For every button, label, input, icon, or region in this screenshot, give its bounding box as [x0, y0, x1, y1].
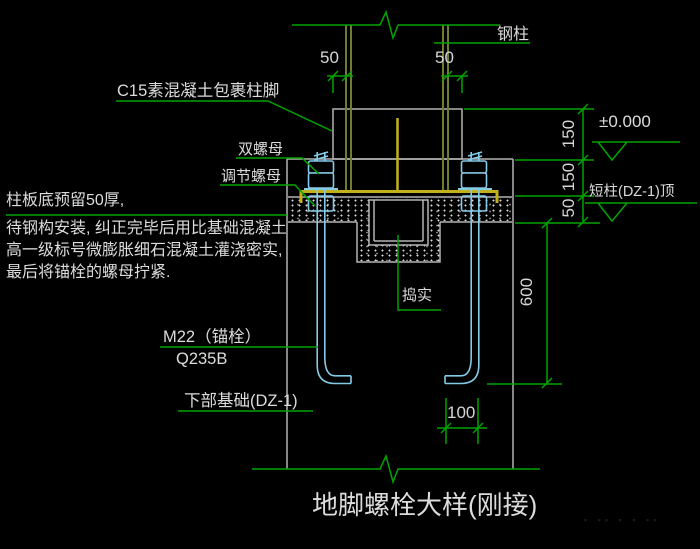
left-bolt-inner — [324, 152, 351, 377]
left-bolt-thread — [313, 151, 329, 157]
right-bolt-inner — [445, 152, 472, 377]
right-double-nut-2 — [460, 172, 488, 189]
dim-600: 600 — [517, 277, 536, 307]
bolt-grade-label: Q235B — [176, 350, 228, 368]
note-line-1: 柱板底预留50厚, — [6, 192, 125, 209]
drawing-title: 地脚螺栓大样(刚接) — [312, 490, 538, 520]
bottom-break-line — [252, 453, 540, 485]
right-adjust-nut — [460, 195, 488, 212]
right-bolt-thread — [467, 155, 483, 161]
pier-top-triangle — [597, 202, 628, 223]
pier-top-label: 短柱(DZ-1)顶 — [589, 184, 675, 200]
dim-50-right: 50 — [435, 48, 454, 67]
top-break-line — [292, 9, 500, 41]
adjust-nut-label: 调节螺母 — [221, 168, 282, 185]
double-nut-leader — [236, 157, 320, 175]
left-bolt-outer — [316, 152, 351, 385]
anchor-bolt-label: M22（锚栓） — [163, 328, 262, 346]
steel-column-flanges — [345, 25, 449, 190]
c15-leader — [116, 100, 333, 132]
anchor-bolts — [304, 151, 492, 385]
dim-50-grout: 50 — [559, 198, 578, 218]
grout-band-right — [441, 198, 512, 221]
left-adjust-nut — [307, 195, 335, 212]
note-line-4: 最后将锚栓的螺母拧紧. — [6, 264, 171, 281]
lower-foundation-label: 下部基础(DZ-1) — [184, 392, 298, 410]
dim-50-left: 50 — [320, 48, 339, 67]
left-bolt-thread — [313, 155, 329, 161]
watermark: ▪ ▪▪ ▪ ▪ ▪▪ — [584, 515, 661, 525]
dim-100: 100 — [447, 403, 476, 422]
right-bolt-outer — [445, 152, 480, 385]
tamp-leader — [397, 235, 441, 311]
right-bolt-thread — [467, 151, 483, 157]
annotation-lines — [6, 9, 697, 485]
dim-ticks — [327, 70, 589, 434]
left-double-nut-2 — [307, 172, 335, 189]
elevation-zero-label: ±0.000 — [599, 112, 651, 131]
right-double-nut-1 — [460, 160, 488, 174]
note-line-2: 待钢构安装, 纠正完毕后用比基础混凝土 — [6, 220, 287, 237]
base-plate — [299, 118, 499, 203]
steel-column-label: 钢柱 — [497, 26, 530, 43]
adjust-nut-leader — [220, 184, 316, 207]
grout-band-left — [289, 198, 357, 221]
base-plate-line — [299, 190, 499, 203]
tamp-solid-label: 捣实 — [402, 287, 433, 304]
elevation-zero-triangle — [597, 141, 628, 162]
double-nut-label: 双螺母 — [238, 141, 284, 158]
c15-wrap-label: C15素混凝土包裹柱脚 — [117, 82, 280, 100]
note-line-3: 高一级标号微膨胀细石混凝土灌浇密实, — [6, 242, 283, 259]
